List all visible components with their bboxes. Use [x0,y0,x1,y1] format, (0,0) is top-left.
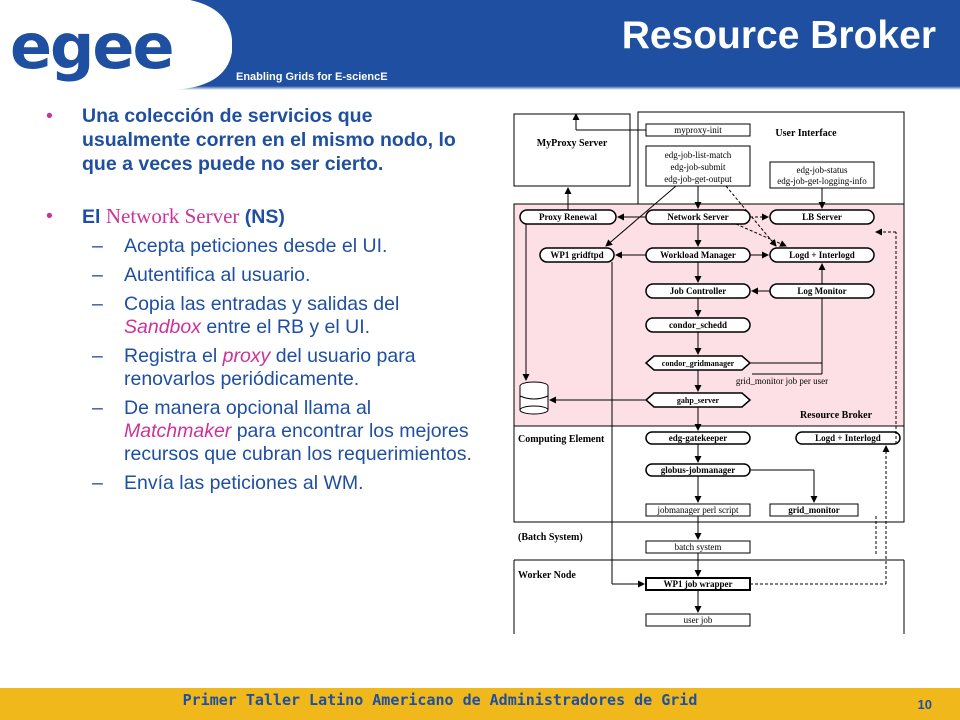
sub-text: entre el RB y el UI. [200,316,371,338]
bullet-item: • Una colección de servicios que usualme… [46,104,476,176]
edg-job-get-output-label: edg-job-get-output [664,174,732,184]
edg-gatekeeper-label: edg-gatekeeper [669,433,727,443]
ce-logd-interlogd-box [795,431,901,445]
network-server-highlight: Network Server [105,204,240,228]
edg-job-status-box [769,161,875,189]
lb-server-box [769,209,875,225]
resource-broker-region [513,203,905,427]
log-monitor-label: Log Monitor [797,286,846,296]
page-number: 10 [917,697,932,712]
sub-dash: – [92,235,103,257]
worker-node-label: Worker Node [518,570,576,581]
sub-emphasis: Matchmaker [124,420,232,442]
bullet-dot: • [46,205,53,227]
user-job-label: user job [684,615,713,625]
gahp-server-label: gahp_server [677,396,720,405]
bullet-list: • Una colección de servicios que usualme… [46,104,476,495]
bullet-text: Una colección de servicios que usualment… [82,105,456,175]
sub-text: Copia las entradas y salidas del [124,293,400,315]
edg-job-status-label: edg-job-status [797,165,848,175]
bullet-suffix: (NS) [239,206,285,228]
sub-text: Autentifica al usuario. [124,264,311,286]
batch-system-region-label: (Batch System) [518,532,583,543]
gahp-server-box [644,392,752,408]
network-server-label: Network Server [667,212,728,222]
sub-dash: – [92,397,103,419]
wp1-job-wrapper-label: WP1 job wrapper [664,579,733,589]
wp1-gridftpd-label: WP1 gridftpd [550,250,603,260]
myproxy-init-label: myproxy-init [674,125,722,135]
sub-item: – Acepta peticiones desde el UI. [46,235,476,258]
sub-text: Registra el [124,345,223,367]
sub-text: del usuario para renovarlos periódicamen… [124,345,416,390]
sub-text: Envía las peticiones al WM. [124,472,364,494]
sub-text: para encontrar los mejores recursos que … [124,420,472,465]
bullet-prefix: El [82,206,106,228]
ce-logd-interlogd-label: Logd + Interlogd [815,433,881,443]
tagline: Enabling Grids for E-sciencE [236,71,388,83]
bullet-dot: • [46,105,53,127]
footer-text: Primer Taller Latino Americano de Admini… [182,691,698,709]
proxy-renewal-label: Proxy Renewal [539,212,598,222]
sub-dash: – [92,264,103,286]
sub-item: – De manera opcional llama al Matchmaker… [46,397,476,466]
diagram-dashed-connectors [725,185,897,585]
sub-dash: – [92,293,103,315]
condor-gridmanager-label: condor_gridmanager [662,359,735,368]
header-fade [0,86,960,90]
database-icon [519,381,549,415]
wp1-gridftpd-box [539,247,615,263]
bullet-item: • El Network Server (NS) [46,204,476,229]
sub-item: – Copia las entradas y salidas del Sandb… [46,293,476,339]
logo-text: egee [10,10,173,83]
myproxy-server-box [513,113,631,187]
user-job-box [645,613,751,627]
resource-broker-label: Resource Broker [800,410,873,421]
logd-interlogd-box [769,247,875,263]
sub-dash: – [92,472,103,494]
user-interface-label: User Interface [775,128,837,139]
sub-item: – Envía las peticiones al WM. [46,472,476,495]
footer-bar [0,688,960,720]
sub-item: – Registra el proxy del usuario para ren… [46,345,476,391]
lb-server-label: LB Server [802,212,842,222]
diagram-connectors [522,113,826,613]
sub-emphasis: proxy [222,345,271,367]
batch-system-label: batch system [675,542,722,552]
sub-emphasis: Sandbox [124,316,201,338]
slide-title: Resource Broker [621,14,936,57]
grid-monitor-label: grid_monitor [788,505,840,515]
sub-text: Acepta peticiones desde el UI. [124,235,388,257]
jobmanager-perl-script-label: jobmanager perl script [657,505,739,515]
egee-logo: egee [0,0,233,90]
sub-text: De manera opcional llama al [124,397,372,419]
job-controller-label: Job Controller [670,286,727,296]
sub-dash: – [92,345,103,367]
sub-item: – Autentifica al usuario. [46,264,476,287]
resource-broker-diagram: MyProxy Server User Interface myproxy-in… [506,104,910,634]
condor-schedd-label: condor_schedd [669,320,727,330]
myproxy-server-label: MyProxy Server [537,138,608,149]
edg-job-list-match-label: edg-job-list-match [665,150,732,160]
edg-job-get-logging-info-label: edg-job-get-logging-info [777,176,867,186]
edg-job-submit-label: edg-job-submit [671,162,726,172]
grid-monitor-box [769,503,859,517]
computing-element-label: Computing Element [518,434,605,445]
grid-monitor-job-label: grid_monitor job per user [736,376,828,386]
workload-manager-label: Workload Manager [660,250,736,260]
logd-interlogd-label: Logd + Interlogd [789,250,855,260]
globus-jobmanager-label: globus-jobmanager [661,465,736,475]
